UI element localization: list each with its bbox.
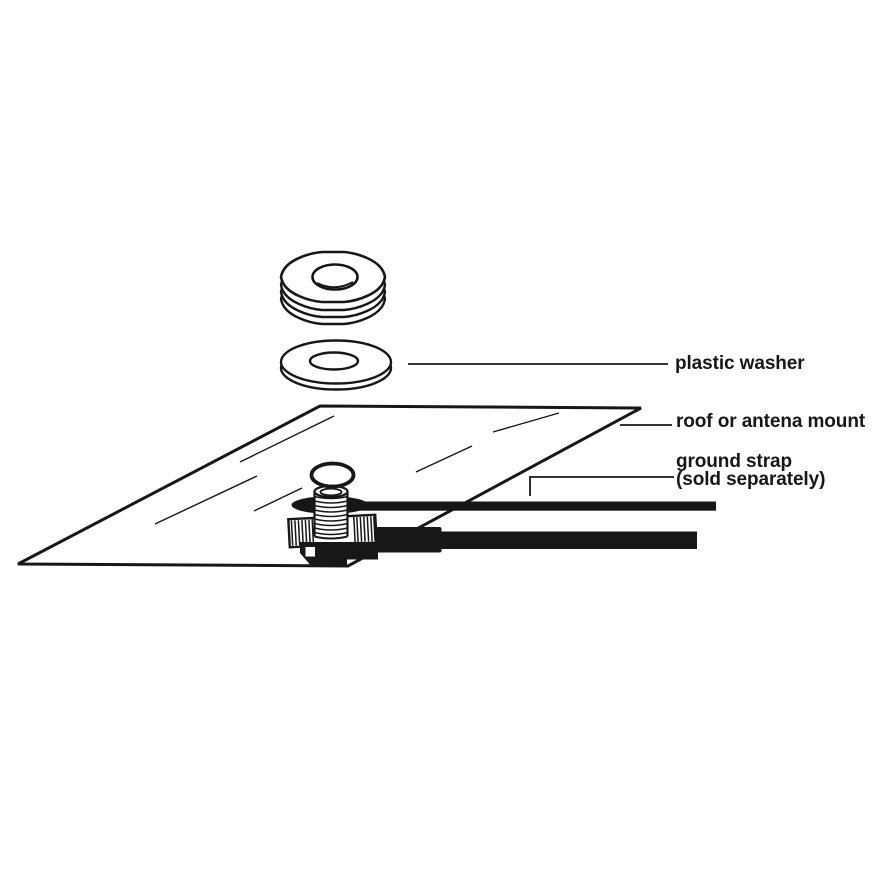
threaded-stud [313, 492, 349, 540]
mount-bracket [300, 542, 378, 567]
gasket-hole [311, 263, 359, 291]
coax-cable [375, 527, 697, 553]
ground-strap-cable [348, 501, 716, 511]
nut-left-flat-hatching [290, 518, 315, 546]
stacked-gasket [279, 250, 387, 326]
coax-connector [375, 527, 442, 553]
plastic-washer [279, 339, 393, 391]
nut-right-flat-hatching [353, 516, 376, 544]
label-ground-strap: ground strap (sold separately) [676, 451, 826, 490]
label-ground-strap-line1: ground strap [676, 451, 792, 472]
roof-reflection-lines [154, 412, 560, 525]
label-plastic-washer: plastic washer [675, 353, 805, 374]
o-ring [309, 461, 356, 489]
label-roof-mount: roof or antena mount [676, 411, 866, 432]
washer-hole [308, 351, 360, 371]
label-ground-strap-line2: (sold separately) [676, 469, 826, 490]
gasket-hole-wall [316, 281, 354, 289]
thread-ridges [314, 495, 348, 536]
bracket-notch [305, 547, 315, 557]
ground-strap-leader-line [529, 476, 674, 496]
